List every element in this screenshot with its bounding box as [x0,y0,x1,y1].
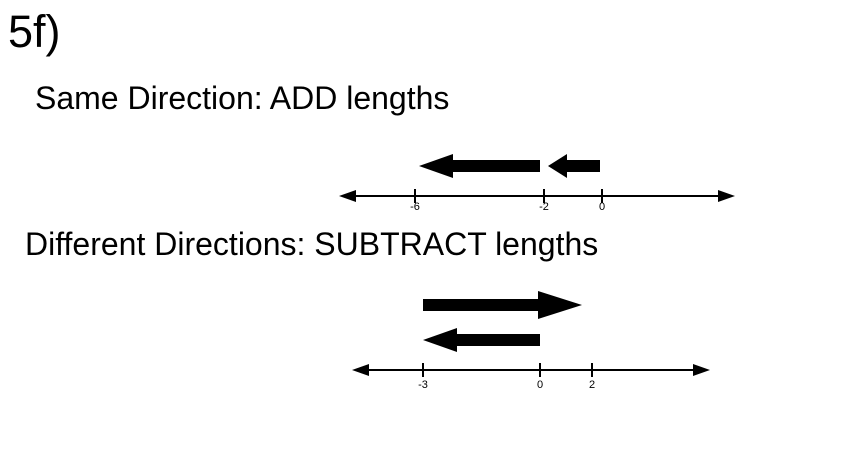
numberline1-axis [355,195,718,197]
numberline2-right-arrowhead-icon [693,364,710,376]
add-section-heading: Same Direction: ADD lengths [35,80,450,116]
numberline1-right-arrowhead-icon [718,190,735,202]
numberline1-tick-label: -2 [539,201,549,213]
right-vector-body [423,299,538,311]
numberline1-tick [414,189,416,203]
short-left-vector-body [567,160,600,172]
numberline2-tick-label: -3 [418,379,428,391]
numberline2-tick-label: 0 [536,379,544,391]
numberline2-tick [539,363,541,377]
numberline2-left-arrowhead-icon [352,364,369,376]
numberline1-left-arrowhead-icon [339,190,356,202]
numberline1-tick-label: -6 [410,201,420,213]
numberline2-tick [422,363,424,377]
numberline2-tick [591,363,593,377]
numberline1-tick [601,189,603,203]
numberline2-axis [367,369,696,371]
numberline1-tick [543,189,545,203]
left-vector-body [457,334,540,346]
numberline1-tick-label: 0 [598,201,606,213]
short-left-vector-arrowhead-icon [548,154,567,178]
left-vector-arrowhead-icon [423,328,457,352]
long-left-vector-arrowhead-icon [419,154,453,178]
subtract-section-heading: Different Directions: SUBTRACT lengths [25,226,599,262]
numberline2-tick-label: 2 [588,379,596,391]
right-vector-arrowhead-icon [538,291,582,319]
problem-label: 5f) [8,6,61,57]
long-left-vector-body [453,160,540,172]
